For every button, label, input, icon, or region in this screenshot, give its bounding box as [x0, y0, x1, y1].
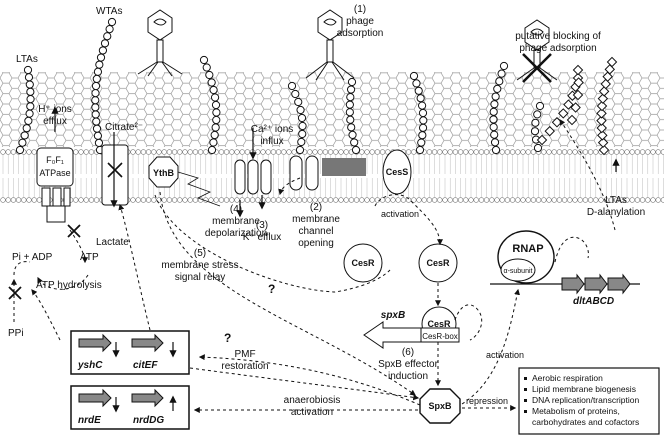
label-cesr-2: CesR: [426, 258, 450, 268]
label-h-ions-b: efflux: [43, 116, 67, 127]
label-h-ions-a: H⁺ ions: [38, 104, 72, 115]
phage-receptor: [322, 158, 366, 176]
atpase-complex: [36, 147, 74, 223]
effect-item: Lipid membrane biogenesis: [532, 384, 636, 394]
label-step4-a: membrane: [212, 216, 260, 227]
label-step1-b: adsorption: [337, 28, 384, 39]
label-rnap: RNAP: [512, 243, 543, 255]
regulation-arrows: [112, 342, 177, 413]
label-dltabcd: dltABCD: [573, 296, 614, 307]
label-step3-num: (3): [256, 220, 268, 231]
alpha-subunit: [500, 258, 536, 282]
label-ca-ions-b: influx: [260, 136, 283, 147]
label-step6-num: (6): [402, 347, 414, 358]
label-step6-a: SpxB effector: [378, 359, 439, 370]
label-cesr-box: CesR-box: [422, 332, 458, 341]
gene-arrows: [78, 333, 164, 408]
spxb-gene-arrow: [363, 321, 422, 349]
effect-item: Metabolism of proteins,: [532, 406, 620, 416]
label-step2-num: (2): [310, 202, 322, 213]
phage-top-left: [137, 9, 183, 77]
teichoic-acid-chains: [15, 17, 618, 156]
label-putative-b: phage adsorption: [519, 43, 596, 54]
label-atpase-b: ATPase: [39, 168, 70, 178]
gene-citef: citEF: [133, 360, 158, 371]
label-spxb-gene: spxB: [381, 310, 405, 321]
label-ltas-dala-b: D-alanylation: [587, 207, 645, 218]
label-atpase-a: F₀F₁: [46, 155, 64, 165]
label-cesr-1: CesR: [351, 258, 375, 268]
ythb-protein: [148, 156, 179, 188]
effect-item: DNA replication/transcription: [532, 395, 640, 405]
label-anaerobiosis-b: activation: [291, 407, 333, 418]
label-question-2: ?: [224, 331, 231, 345]
label-ltas: LTAs: [16, 54, 38, 65]
label-ythb: YthB: [153, 168, 174, 178]
label-ppi: PPi: [8, 328, 24, 339]
label-step3-k: K⁺ efflux: [243, 232, 281, 243]
solid-arrows: [51, 106, 620, 218]
label-lactate: Lactate: [96, 237, 129, 248]
label-anaerobiosis-a: anaerobiosis: [284, 395, 341, 406]
label-cesr-3: CesR: [427, 319, 451, 329]
label-wtas: WTAs: [96, 6, 122, 17]
cesr-protein-1: [343, 243, 383, 283]
effect-item: Aerobic respiration: [532, 373, 603, 383]
cesr-box: [420, 327, 460, 343]
label-alpha-subunit: α-subunit: [504, 268, 533, 275]
label-step5-a: membrane stress: [161, 260, 238, 271]
label-repression: repression: [466, 396, 508, 406]
label-activation-rnap: activation: [486, 350, 524, 360]
membrane-channel: [289, 155, 319, 191]
label-pmf-a: PMF: [234, 349, 255, 360]
label-step2-c: opening: [298, 238, 334, 249]
dlt-operon-arrows: [561, 273, 631, 295]
phage-blocked: [516, 19, 558, 83]
label-step2-a: membrane: [292, 214, 340, 225]
label-pi-adp: Pi + ADP: [12, 252, 53, 263]
citrate-transporter: [101, 144, 129, 206]
spxb-protein: [419, 388, 461, 424]
label-spxb-protein: SpxB: [428, 401, 452, 411]
label-atp-hydrolysis: ATP hydrolysis: [36, 280, 102, 291]
label-step1-num: (1): [354, 4, 366, 15]
k-channel: [234, 159, 272, 195]
label-activation-cesr: activation: [381, 209, 419, 219]
label-step2-b: channel: [298, 226, 333, 237]
cess-protein: [382, 149, 412, 195]
label-ltas-dala-a: LTAs: [605, 195, 627, 206]
gene-nrde: nrdE: [78, 415, 101, 426]
label-step4-num: (4): [230, 204, 242, 215]
label-step5-num: (5): [194, 248, 206, 259]
effects-box: [518, 367, 660, 435]
label-putative-a: putative blocking of: [515, 31, 601, 42]
label-cess: CesS: [386, 167, 409, 177]
label-step5-b: signal relay: [175, 272, 226, 283]
phage-adsorbing: [305, 9, 355, 81]
label-atp: ATP: [80, 252, 99, 263]
block-crosses: [8, 224, 81, 300]
label-question-1: ?: [268, 282, 275, 296]
cell-wall: [0, 72, 664, 147]
gene-box-yshc-citef: [70, 330, 190, 375]
pathway-arrows: [11, 119, 616, 413]
label-step1-a: phage: [346, 16, 374, 27]
label-ca-ions-a: Ca²⁺ ions: [251, 124, 294, 135]
label-pmf-b: restoration: [221, 361, 268, 372]
label-step4-b: depolarization: [205, 228, 267, 239]
gene-yshc: yshC: [77, 360, 103, 371]
labels: LTAs WTAs (1) phage adsorption putative …: [8, 4, 645, 427]
effect-item: carbohydrates and cofactors: [532, 417, 639, 427]
gene-box-nrde-nrddg: [70, 385, 190, 430]
label-step6-b: induction: [388, 371, 428, 382]
gene-nrddg: nrdDG: [133, 415, 164, 426]
label-citrate: Citrate²⁻: [105, 122, 143, 133]
